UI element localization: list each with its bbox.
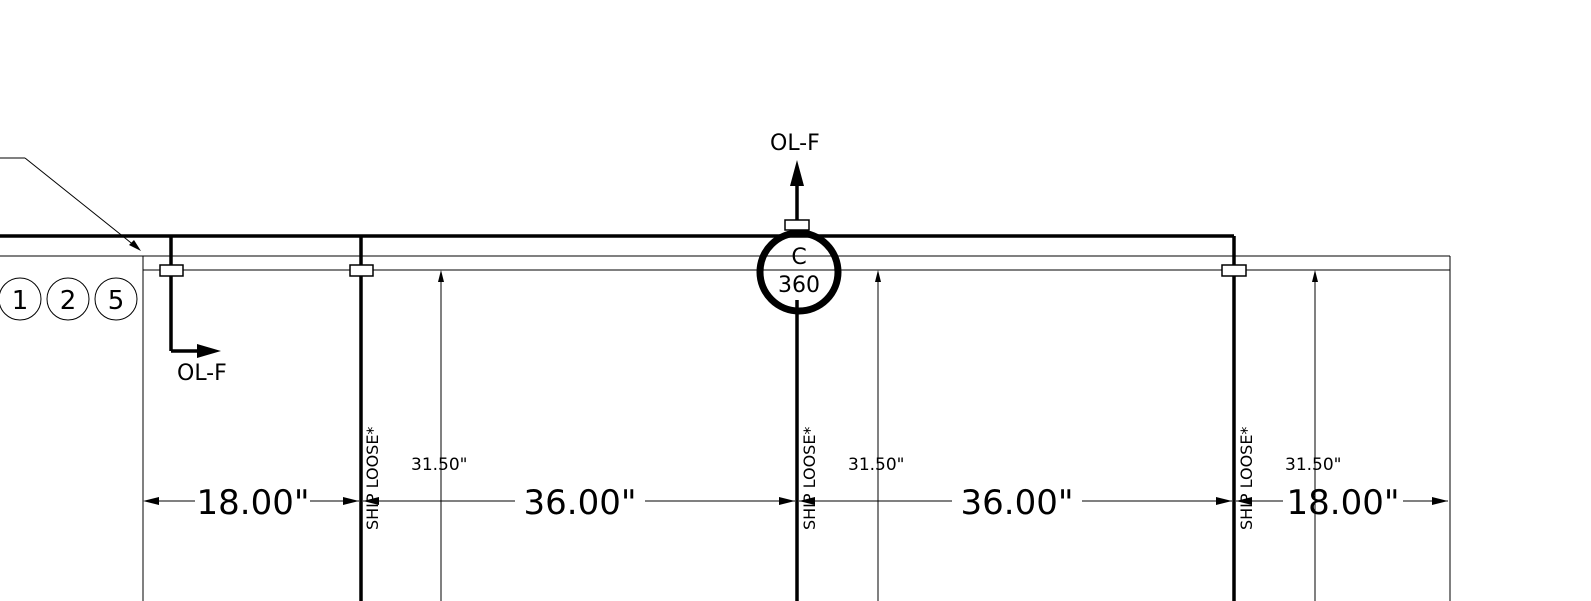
ship-loose-note: SHIP LOOSE* — [1237, 427, 1256, 530]
height-dimension-lines — [438, 270, 1318, 601]
post-2 — [349, 236, 374, 601]
ship-loose-note: SHIP LOOSE* — [800, 427, 819, 530]
detail-bubble-label: 2 — [60, 286, 77, 316]
leader-line — [0, 157, 141, 251]
post-1 — [159, 236, 184, 351]
post-4 — [1221, 236, 1247, 601]
height-dimension-label: 31.50" — [848, 455, 905, 475]
callout-number: 360 — [778, 273, 820, 298]
height-dimension-label: 31.50" — [1285, 455, 1342, 475]
spacing-dimension-label: 18.00" — [197, 483, 310, 523]
section-marker-top[interactable]: OL-F — [770, 131, 820, 220]
arrow-up-icon — [790, 160, 804, 186]
detail-bubble-2[interactable]: 2 — [46, 277, 90, 321]
detail-bubble-5[interactable]: 5 — [94, 277, 138, 321]
centerline-callout[interactable]: C 360 — [756, 229, 842, 315]
detail-bubbles: 1 2 5 — [0, 277, 138, 321]
spacing-dimension-label: 18.00" — [1287, 483, 1400, 523]
arrow-right-icon — [197, 344, 221, 358]
spacing-dimension-lines — [143, 497, 1448, 505]
detail-bubble-label: 1 — [12, 286, 29, 316]
detail-bubble-1[interactable]: 1 — [0, 277, 42, 321]
section-marker-label: OL-F — [177, 361, 227, 386]
detail-bubble-label: 5 — [108, 286, 125, 316]
height-dimension-label: 31.50" — [411, 455, 468, 475]
ship-loose-note: SHIP LOOSE* — [363, 427, 382, 530]
centerline-symbol: C — [791, 245, 806, 270]
section-marker-left[interactable]: OL-F — [171, 344, 227, 386]
spacing-dimension-label: 36.00" — [961, 483, 1074, 523]
spacing-dimension-label: 36.00" — [524, 483, 637, 523]
section-marker-label: OL-F — [770, 131, 820, 156]
